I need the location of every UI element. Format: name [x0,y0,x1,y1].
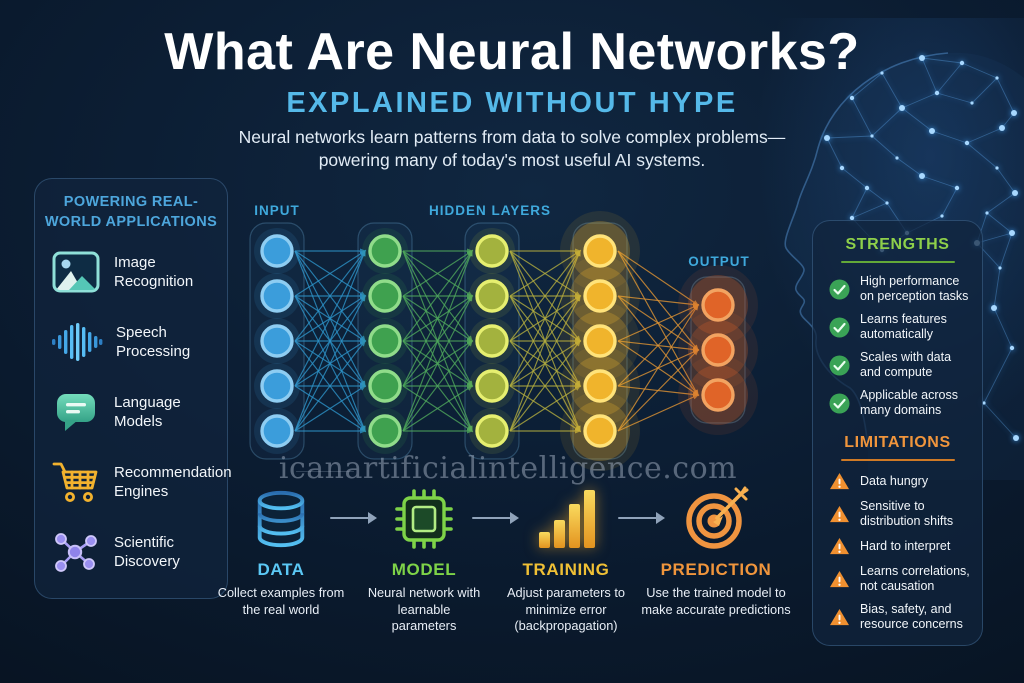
limitation-item: Hard to interpret [829,537,970,556]
limitation-text: Learns correlations, not causation [860,564,970,593]
pipeline-stage-label: DATA [257,560,305,579]
pipeline-stage-model: MODEL Neural network with learnable para… [344,484,504,635]
watermark-line [296,471,354,472]
limitation-text: Data hungry [860,474,929,488]
limitation-item: Learns correlations, not causation [829,564,970,594]
limitation-text: Bias, safety, and resource concerns [860,602,963,631]
watermark: icanartificialintelligence.com [278,451,738,486]
pipeline-stage-label: MODEL [391,560,457,579]
database-icon [250,484,312,552]
pipeline-stage-data: DATA Collect examples from the real worl… [201,484,361,618]
pipeline-stage-training: TRAINING Adjust parameters to minimize e… [486,484,646,635]
check-circle-icon [829,393,850,413]
application-label: Recommendation Engines [114,463,232,501]
pipeline-stage-caption: Adjust parameters to minimize error (bac… [506,585,626,634]
strength-item: High performance on perception tasks [829,274,970,304]
pipeline-stage-caption: Neural network with learnable parameters [367,585,481,634]
warning-triangle-icon [830,537,849,555]
scientific-discovery-icon [51,529,101,575]
strength-text: Applicable across many domains [860,388,958,417]
limitation-item: Sensitive to distribution shifts [829,499,970,529]
application-label: Image Recognition [114,253,194,291]
limitations-heading: LIMITATIONS [844,434,951,451]
limitations-underline [840,459,955,461]
strengths-limitations-panel: STRENGTHS High performance on perception… [812,220,983,646]
strengths-list: High performance on perception tasks Lea… [813,274,982,418]
page-title: What Are Neural Networks? [164,23,860,81]
application-item-scientific-discovery: Scientific Discovery [51,529,219,575]
description-line-1: Neural networks learn patterns from data… [238,127,786,147]
output-layer-label: OUTPUT [688,254,750,269]
application-label: Language Models [114,393,181,431]
description-line-2: powering many of today's most useful AI … [318,150,706,171]
application-item-image-recognition: Image Recognition [51,249,219,295]
chip-icon [392,484,456,552]
page-description: Neural networks learn patterns from data… [132,126,892,172]
strengths-heading: STRENGTHS [845,236,950,253]
strength-text: Scales with data and compute [860,350,952,379]
strength-text: High performance on perception tasks [860,274,969,303]
check-circle-icon [829,355,850,375]
flow-arrow-icon [472,512,520,524]
check-circle-icon [829,317,850,337]
applications-panel: POWERING REAL-WORLD APPLICATIONS Image R… [34,178,232,599]
speech-processing-icon [51,319,103,365]
limitation-text: Hard to interpret [860,539,951,553]
limitations-list: Data hungry Sensitive to distribution sh… [813,472,982,632]
application-label: Scientific Discovery [114,533,180,571]
strengths-underline [840,261,955,263]
application-item-recommendation-engines: Recommendation Engines [51,459,232,505]
language-models-icon [51,389,101,435]
flow-arrow-icon [618,512,666,524]
limitation-text: Sensitive to distribution shifts [860,499,954,528]
strength-item: Applicable across many domains [829,388,970,418]
pipeline-stage-prediction: PREDICTION Use the trained model to make… [636,484,796,618]
flow-arrow-icon [330,512,378,524]
bar-chart-icon [535,484,597,552]
application-label: Speech Processing [116,323,191,361]
hidden-layers-label: HIDDEN LAYERS [428,203,552,218]
page-subtitle: EXPLAINED WITHOUT HYPE [286,87,738,119]
warning-triangle-icon [830,608,849,625]
limitation-item: Bias, safety, and resource concerns [829,602,970,632]
strength-item: Scales with data and compute [829,350,970,380]
pipeline-stage-label: PREDICTION [660,560,772,579]
input-layer-label: INPUT [254,203,300,218]
pipeline-stage-caption: Collect examples from the real world [217,585,345,617]
pipeline-stage-label: TRAINING [522,560,610,579]
application-item-speech-processing: Speech Processing [51,319,219,365]
strength-item: Learns features automatically [829,312,970,342]
strength-text: Learns features automatically [860,312,947,341]
limitation-item: Data hungry [829,472,970,491]
warning-triangle-icon [830,570,849,587]
warning-triangle-icon [830,472,849,490]
application-item-language-models: Language Models [51,389,219,435]
target-icon [683,484,749,552]
pipeline-stage-caption: Use the trained model to make accurate p… [641,585,791,617]
neural-network-diagram [249,211,758,471]
applications-heading: POWERING REAL-WORLD APPLICATIONS [44,194,218,230]
warning-triangle-icon [830,505,849,522]
check-circle-icon [829,279,850,299]
recommendation-engines-icon [51,459,101,505]
image-recognition-icon [51,249,101,295]
